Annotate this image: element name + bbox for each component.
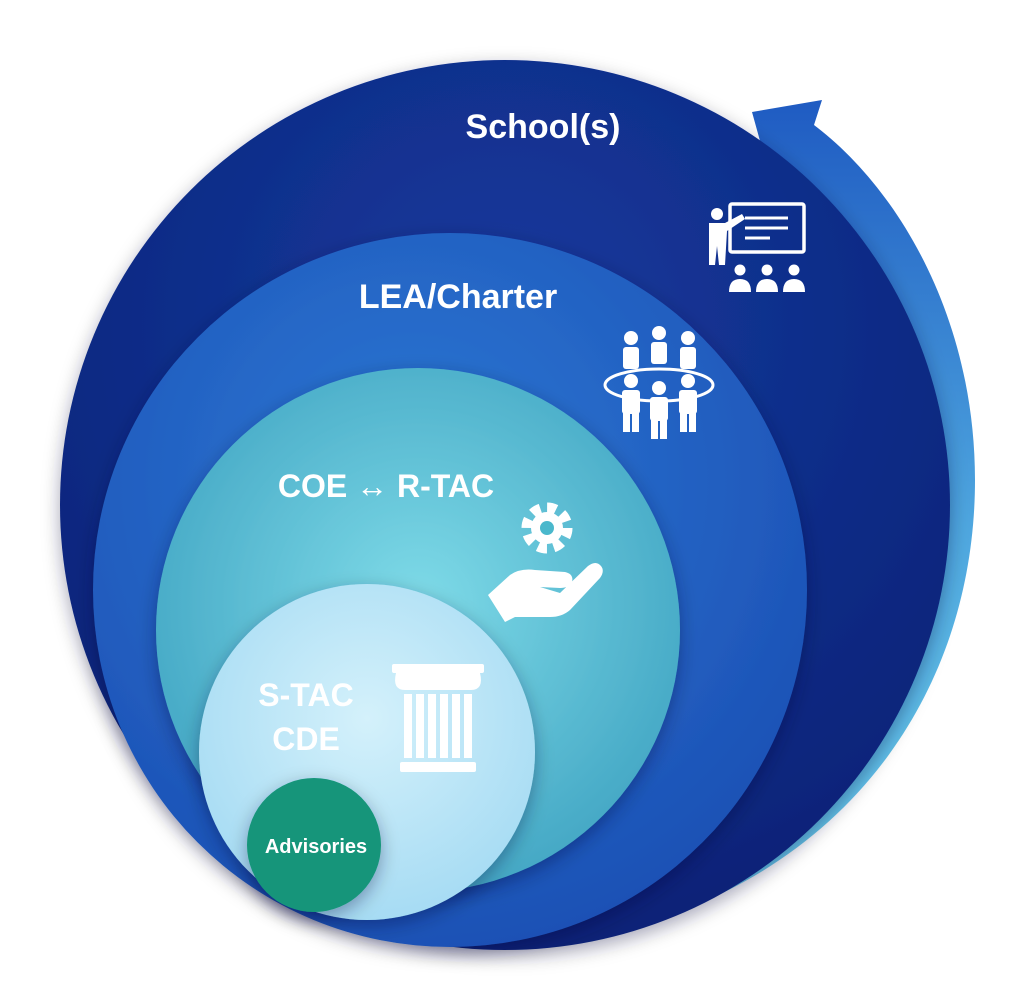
- advisories-circle: [247, 778, 381, 912]
- school-label: School(s): [466, 108, 621, 146]
- group-network-icon: [603, 326, 715, 439]
- stac-label-line1: S-TAC: [258, 677, 353, 713]
- gear-hand-icon: [488, 502, 603, 622]
- pillar-icon: [392, 664, 484, 772]
- teacher-presentation-icon: [709, 202, 806, 292]
- coe-label: COE ↔ R-TAC: [278, 468, 494, 504]
- stac-label-line2: CDE: [272, 721, 340, 757]
- lea-label: LEA/Charter: [359, 278, 557, 316]
- advisories-label: Advisories: [265, 836, 367, 858]
